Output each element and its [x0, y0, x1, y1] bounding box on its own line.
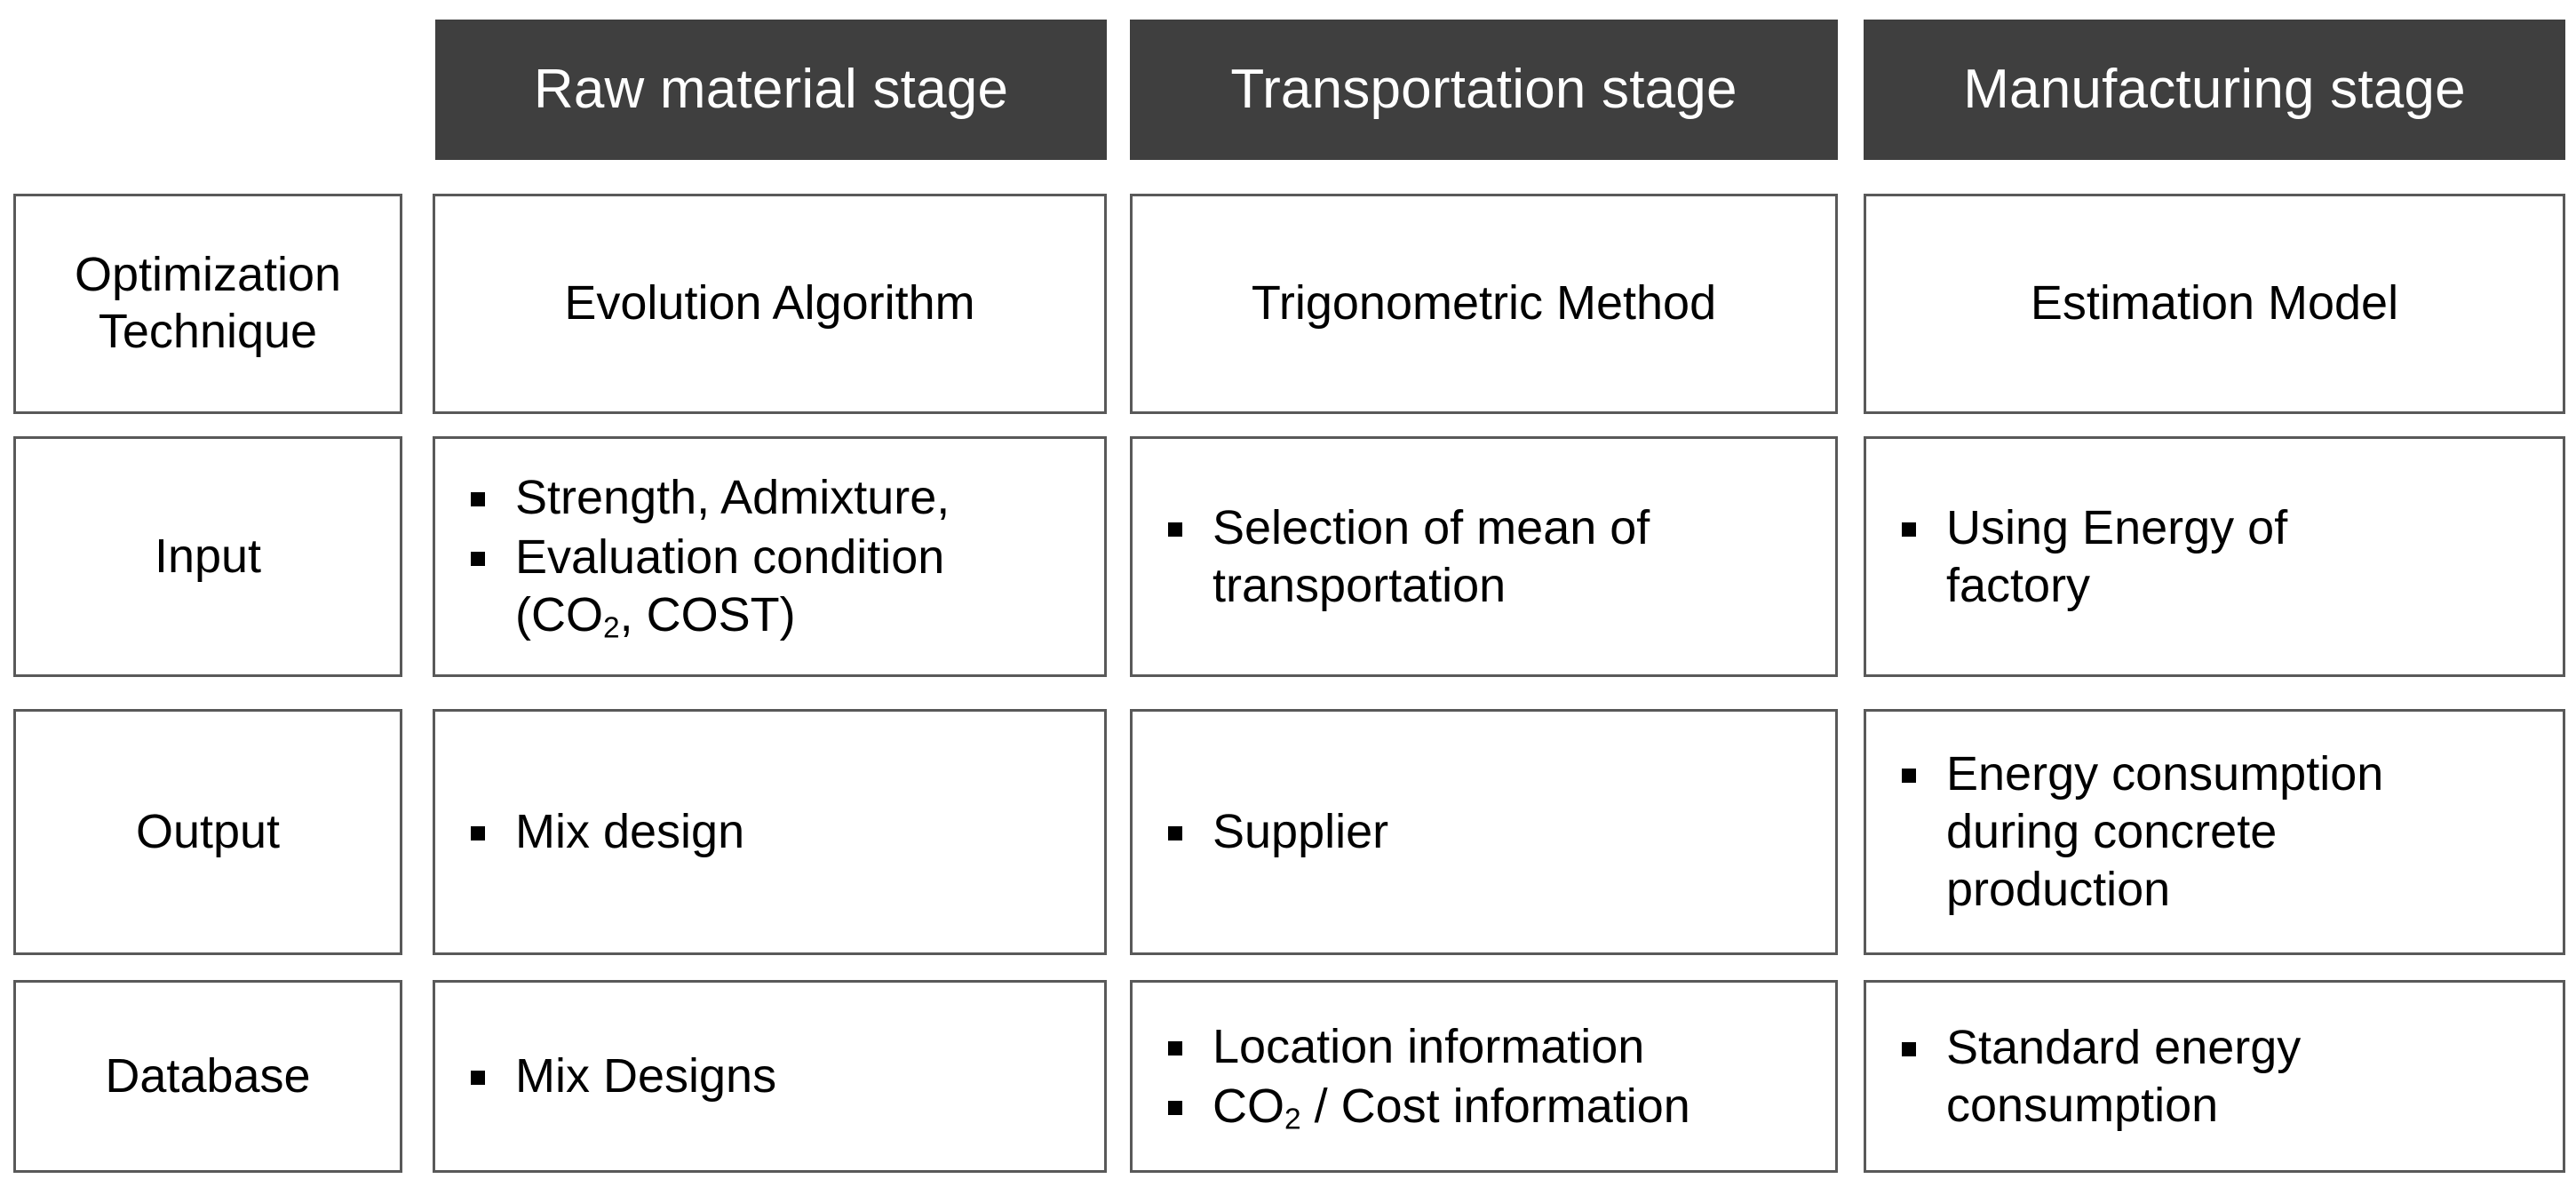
square-bullet-icon	[1902, 1041, 1916, 1056]
row-header-output: Output	[13, 709, 402, 955]
row-header-label: Optimization Technique	[74, 248, 342, 358]
row-header-input: Input	[13, 436, 402, 677]
list-item: Mix design	[465, 803, 1090, 861]
square-bullet-icon	[1168, 1040, 1182, 1056]
cell-output-transportation: Supplier	[1130, 709, 1838, 955]
list-item-text: Mix Designs	[515, 1049, 777, 1103]
list-item-text: CO2 / Cost information	[1212, 1079, 1690, 1135]
column-header-raw-material-stage: Raw material stage	[435, 20, 1107, 160]
list-item: Location information	[1163, 1018, 1821, 1076]
list-item-text: Supplier	[1212, 805, 1389, 859]
square-bullet-icon	[1902, 769, 1916, 784]
list-item-text: Evaluation condition(CO2, COST)	[515, 530, 945, 645]
cell-text: Trigonometric Method	[1251, 276, 1717, 331]
cell-text: Evolution Algorithm	[564, 276, 975, 331]
cell-database-raw-material: Mix Designs	[433, 980, 1107, 1173]
row-header-label: Output	[135, 804, 281, 858]
column-header-manufacturing-stage: Manufacturing stage	[1864, 20, 2565, 160]
cell-optimization-manufacturing: Estimation Model	[1864, 194, 2565, 414]
list-item: CO2 / Cost information	[1163, 1078, 1821, 1135]
list-item: Mix Designs	[465, 1048, 1090, 1105]
square-bullet-icon	[471, 552, 485, 567]
bullet-list: Mix design	[465, 803, 1090, 861]
bullet-list: Mix Designs	[465, 1048, 1090, 1105]
square-bullet-icon	[1902, 522, 1916, 537]
cell-optimization-raw-material: Evolution Algorithm	[433, 194, 1107, 414]
cell-output-raw-material: Mix design	[433, 709, 1107, 955]
square-bullet-icon	[1168, 522, 1182, 537]
list-item-text: Mix design	[515, 805, 745, 859]
row-header-label: Database	[105, 1048, 311, 1103]
cell-optimization-transportation: Trigonometric Method	[1130, 194, 1838, 414]
row-header-optimization-technique: Optimization Technique	[13, 194, 402, 414]
row-header-database: Database	[13, 980, 402, 1173]
list-item: Supplier	[1163, 803, 1821, 861]
column-header-label: Transportation stage	[1230, 59, 1737, 121]
square-bullet-icon	[1168, 1100, 1182, 1115]
square-bullet-icon	[471, 1071, 485, 1086]
row-header-label: Input	[154, 529, 262, 583]
column-header-label: Manufacturing stage	[1963, 59, 2466, 121]
square-bullet-icon	[471, 826, 485, 841]
cell-input-raw-material: Strength, Admixture, Evaluation conditio…	[433, 436, 1107, 677]
cell-database-transportation: Location information CO2 / Cost informat…	[1130, 980, 1838, 1173]
bullet-list: Location information CO2 / Cost informat…	[1163, 1018, 1821, 1135]
list-item: Evaluation condition(CO2, COST)	[465, 529, 1090, 644]
square-bullet-icon	[471, 492, 485, 507]
table-header-row: Raw material stage Transportation stage …	[0, 20, 2576, 160]
column-header-transportation-stage: Transportation stage	[1130, 20, 1838, 160]
column-header-label: Raw material stage	[533, 59, 1009, 121]
square-bullet-icon	[1168, 826, 1182, 841]
list-item-text: Strength, Admixture,	[515, 471, 950, 525]
bullet-list: Strength, Admixture, Evaluation conditio…	[465, 469, 1090, 643]
bullet-list: Supplier	[1163, 803, 1821, 861]
list-item-text: Location information	[1212, 1019, 1645, 1073]
list-item: Strength, Admixture,	[465, 469, 1090, 527]
cell-text: Estimation Model	[2030, 276, 2399, 331]
